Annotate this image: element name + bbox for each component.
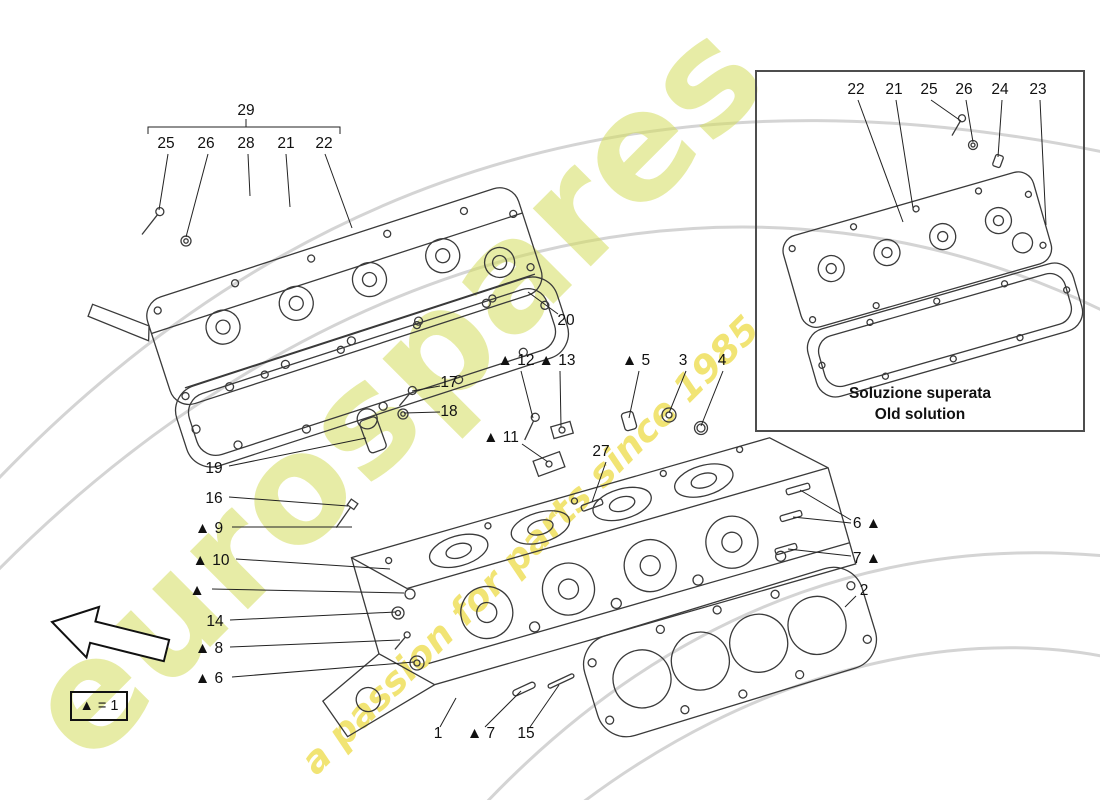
part-callout-6-left[interactable]: ▲ 6 xyxy=(194,670,224,687)
ring-4-icon xyxy=(693,420,709,436)
part-callout-4[interactable]: 4 xyxy=(717,352,727,369)
cover-gasket-drawing xyxy=(174,276,570,468)
cover-screw-icon xyxy=(141,206,165,235)
old-solution-inset: Soluzione superata Old solution xyxy=(755,70,1085,432)
stud-27-icon xyxy=(580,498,604,512)
part-callout-10[interactable]: ▲ 10 xyxy=(192,552,230,569)
part-callout-6-right[interactable]: 6 ▲ xyxy=(852,515,882,532)
part-callout-14[interactable]: 14 xyxy=(206,613,224,630)
bolt-16-icon xyxy=(335,498,359,529)
stud-8-icon xyxy=(394,631,411,650)
part-callout-5[interactable]: ▲ 5 xyxy=(621,352,651,369)
part-callout-28[interactable]: 28 xyxy=(237,135,255,152)
direction-arrow-icon xyxy=(50,605,171,663)
inset-gasket-drawing xyxy=(806,262,1084,398)
stud-6b-icon xyxy=(779,509,803,523)
part-callout-25[interactable]: 25 xyxy=(157,135,175,152)
part-callout-17[interactable]: 17 xyxy=(440,374,458,391)
inset-caption-english: Old solution xyxy=(874,406,966,424)
head-gasket-drawing xyxy=(582,566,878,738)
bracket-13-icon xyxy=(549,420,575,440)
valve-cover-drawing xyxy=(87,187,543,406)
group-bracket-29 xyxy=(147,126,341,134)
cover-bracket xyxy=(87,303,150,342)
stud-6-icon xyxy=(785,482,811,496)
part-callout-20[interactable]: 20 xyxy=(557,312,575,329)
pin-15-icon xyxy=(547,673,575,689)
part-callout-inset-25[interactable]: 25 xyxy=(920,81,938,98)
inset-caption-italian: Soluzione superata xyxy=(848,385,992,403)
part-callout-29[interactable]: 29 xyxy=(237,102,255,119)
bolt-12-icon xyxy=(524,412,540,441)
screw-17-icon xyxy=(398,385,417,407)
plug-6-icon xyxy=(409,655,425,671)
part-callout-inset-22[interactable]: 22 xyxy=(847,81,865,98)
part-callout-inset-23[interactable]: 23 xyxy=(1029,81,1047,98)
swoosh-arc xyxy=(486,551,1100,800)
leader-lines xyxy=(147,99,1047,728)
inset-screw-icon xyxy=(951,114,967,136)
part-callout-16[interactable]: 16 xyxy=(205,490,223,507)
inset-cap-icon xyxy=(992,153,1004,169)
bracket-11-icon xyxy=(532,450,566,478)
pin-7-icon xyxy=(512,681,536,697)
plug-14-icon xyxy=(391,606,405,620)
part-callout-26[interactable]: 26 xyxy=(197,135,215,152)
part-callout-2[interactable]: 2 xyxy=(859,582,869,599)
part-callout-21[interactable]: 21 xyxy=(277,135,295,152)
part-callout-12[interactable]: ▲ 12 xyxy=(497,352,535,369)
swoosh-arc xyxy=(583,646,1100,800)
plug-tri-icon xyxy=(404,588,416,600)
cylinder-head-drawing xyxy=(321,437,857,738)
spacer-5-icon xyxy=(620,410,638,432)
part-callout-inset-21[interactable]: 21 xyxy=(885,81,903,98)
legend-text: ▲ = 1 xyxy=(79,698,119,714)
part-callout-19[interactable]: 19 xyxy=(205,460,223,477)
inset-caption: Soluzione superata Old solution xyxy=(757,384,1083,426)
part-callout-inset-24[interactable]: 24 xyxy=(991,81,1009,98)
part-callout-22[interactable]: 22 xyxy=(315,135,333,152)
part-callout-18[interactable]: 18 xyxy=(440,403,458,420)
swoosh-arc xyxy=(0,119,1100,480)
washer-18-icon xyxy=(397,408,409,420)
stud-7-icon xyxy=(774,542,798,556)
part-callout-15[interactable]: 15 xyxy=(517,725,535,742)
inset-cover-drawing xyxy=(782,171,1053,328)
part-callout-27[interactable]: 27 xyxy=(592,443,610,460)
part-callout-1[interactable]: 1 xyxy=(433,725,443,742)
part-callout-inset-26[interactable]: 26 xyxy=(955,81,973,98)
part-callout-7-right[interactable]: 7 ▲ xyxy=(852,550,882,567)
part-callout-tri14[interactable]: ▲ xyxy=(189,582,205,599)
part-callout-7-bottom[interactable]: ▲ 7 xyxy=(466,725,496,742)
part-callout-13[interactable]: ▲ 13 xyxy=(538,352,576,369)
part-callout-9[interactable]: ▲ 9 xyxy=(194,520,224,537)
triangle-legend: ▲ = 1 xyxy=(70,691,128,721)
part-callout-3[interactable]: 3 xyxy=(678,352,688,369)
part-callout-11[interactable]: ▲ 11 xyxy=(483,429,519,446)
part-callout-8[interactable]: ▲ 8 xyxy=(194,640,224,657)
